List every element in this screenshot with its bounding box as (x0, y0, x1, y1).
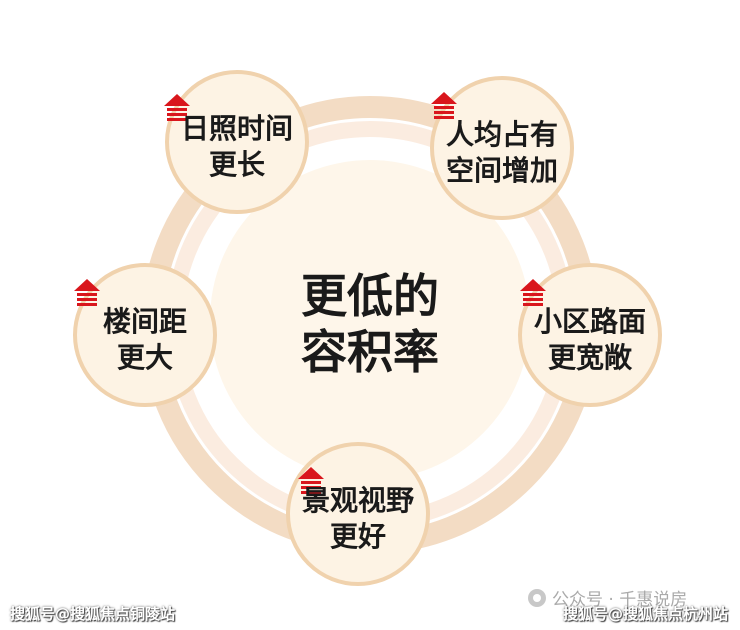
node-label-line2: 空间增加 (446, 154, 558, 187)
node-bubble (430, 76, 574, 220)
center-text-line1: 更低的 (301, 269, 439, 323)
red-up-arrow-icon (431, 92, 457, 119)
account-watermark: 公众号 · 千惠说房 (528, 585, 687, 610)
node-label-line1: 小区路面 (534, 305, 646, 338)
node-bubble (165, 70, 309, 214)
red-up-arrow-icon (74, 279, 100, 306)
node-bubble (73, 263, 217, 407)
center-text-line2: 容积率 (301, 325, 439, 379)
watermark-left: 搜狐号@搜狐焦点铜陵站 (10, 605, 176, 623)
red-up-arrow-icon (520, 279, 546, 306)
red-up-arrow-icon (298, 467, 324, 494)
node-label-line2: 更好 (330, 520, 386, 553)
node-label-line1: 日照时间 (181, 112, 293, 145)
node-label-line1: 景观视野 (302, 484, 414, 517)
node-label-line2: 更宽敞 (548, 341, 633, 374)
node-label-line1: 楼间距 (103, 305, 187, 338)
node-label-line2: 更大 (117, 341, 173, 374)
account-watermark-text: 公众号 · 千惠说房 (552, 590, 688, 610)
watermark-right: 搜狐号@搜狐焦点杭州站 (563, 605, 729, 623)
node-bubble (518, 263, 662, 407)
wechat-account-icon (528, 588, 546, 607)
center-bubble (210, 160, 530, 480)
red-up-arrow-icon (164, 94, 190, 121)
node-label-line1: 人均占有 (446, 118, 558, 151)
node-label-line2: 更长 (209, 148, 265, 181)
